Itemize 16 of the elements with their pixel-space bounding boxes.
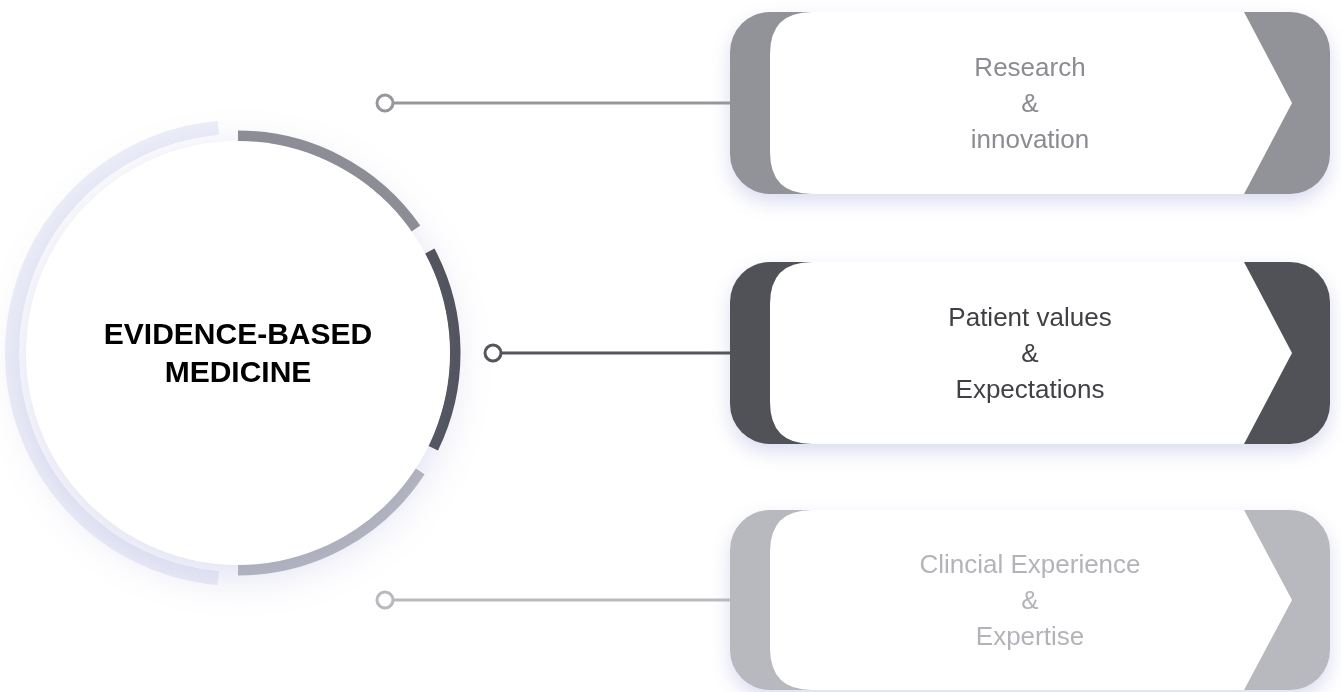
chevron-card — [730, 510, 1330, 690]
card-text: & — [1021, 584, 1039, 617]
chevron-card — [730, 262, 1330, 444]
card-text: Research — [974, 51, 1086, 84]
card-text: & — [1021, 337, 1039, 370]
connector-line — [375, 93, 730, 113]
center-title: EVIDENCE-BASED MEDICINE — [102, 316, 374, 390]
card-text: & — [1021, 87, 1039, 120]
card-text: Patient values — [948, 301, 1112, 334]
card-text: Clincial Experience — [919, 548, 1141, 581]
connector-line — [483, 343, 730, 363]
connector-line — [375, 590, 730, 610]
chevron-card — [730, 12, 1330, 194]
card-text: innovation — [970, 123, 1090, 156]
card-text: Expectations — [955, 373, 1105, 406]
card-text: Expertise — [975, 620, 1085, 653]
